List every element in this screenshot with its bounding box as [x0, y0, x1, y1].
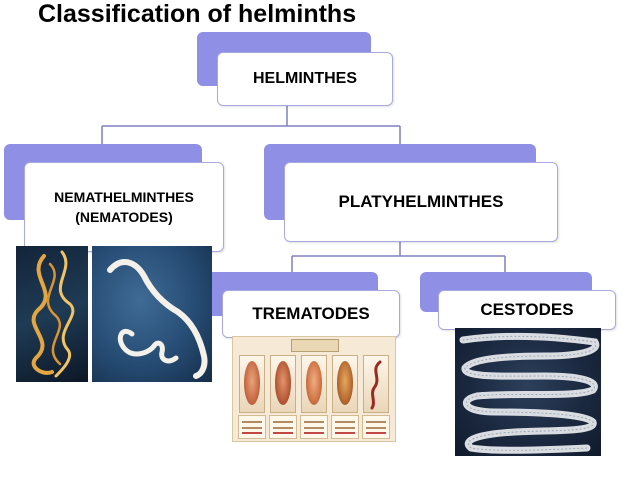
- fluke-3-icon: [306, 361, 322, 405]
- node-trematodes: TREMATODES: [204, 272, 400, 340]
- fluke-specimen-4: [332, 355, 358, 413]
- node-trematodes-box: TREMATODES: [222, 290, 400, 338]
- fluke-label-1: [238, 415, 266, 439]
- fluke-specimen-2: [270, 355, 296, 413]
- fluke-1-icon: [244, 361, 260, 405]
- node-platyhelminthes: PLATYHELMINTHES: [264, 144, 558, 244]
- fluke-2-icon: [275, 361, 291, 405]
- node-nemathelminthes: NEMATHELMINTHES (NEMATODES): [4, 144, 226, 256]
- node-trematodes-label: TREMATODES: [252, 303, 370, 323]
- page-title: Classification of helminths: [38, 0, 357, 28]
- node-nemathelminthes-box: NEMATHELMINTHES (NEMATODES): [24, 162, 224, 252]
- node-helminthes: HELMINTHES: [197, 32, 393, 108]
- node-helminthes-box: HELMINTHES: [217, 52, 393, 106]
- fluke-specimen-5: [363, 355, 389, 413]
- fluke-specimen-1: [239, 355, 265, 413]
- node-cestodes-label: CESTODES: [480, 299, 574, 319]
- node-nemathelminthes-label-line1: NEMATHELMINTHES: [54, 188, 194, 205]
- trematode-plate-header: [291, 339, 339, 352]
- fluke-5-icon: [370, 360, 382, 410]
- tapeworm-photo: [455, 328, 601, 456]
- fluke-label-5: [362, 415, 390, 439]
- fluke-label-4: [331, 415, 359, 439]
- roundworm-illustration-2: [107, 259, 208, 379]
- fluke-specimen-3: [301, 355, 327, 413]
- trematode-specimen-plate: [232, 336, 396, 442]
- node-helminthes-label: HELMINTHES: [253, 70, 357, 88]
- fluke-label-2: [269, 415, 297, 439]
- roundworm-illustration-1: [31, 250, 75, 378]
- fluke-4-icon: [337, 361, 353, 405]
- roundworm-photo-1: [16, 246, 88, 382]
- node-cestodes-box: CESTODES: [438, 290, 616, 330]
- roundworm-photo-2: [92, 246, 212, 382]
- tapeworm-illustration: [459, 332, 600, 454]
- node-platyhelminthes-label: PLATYHELMINTHES: [338, 191, 504, 211]
- node-platyhelminthes-box: PLATYHELMINTHES: [284, 162, 558, 242]
- node-nemathelminthes-label-line2: (NEMATODES): [75, 209, 173, 225]
- fluke-label-3: [300, 415, 328, 439]
- node-cestodes: CESTODES: [420, 272, 616, 330]
